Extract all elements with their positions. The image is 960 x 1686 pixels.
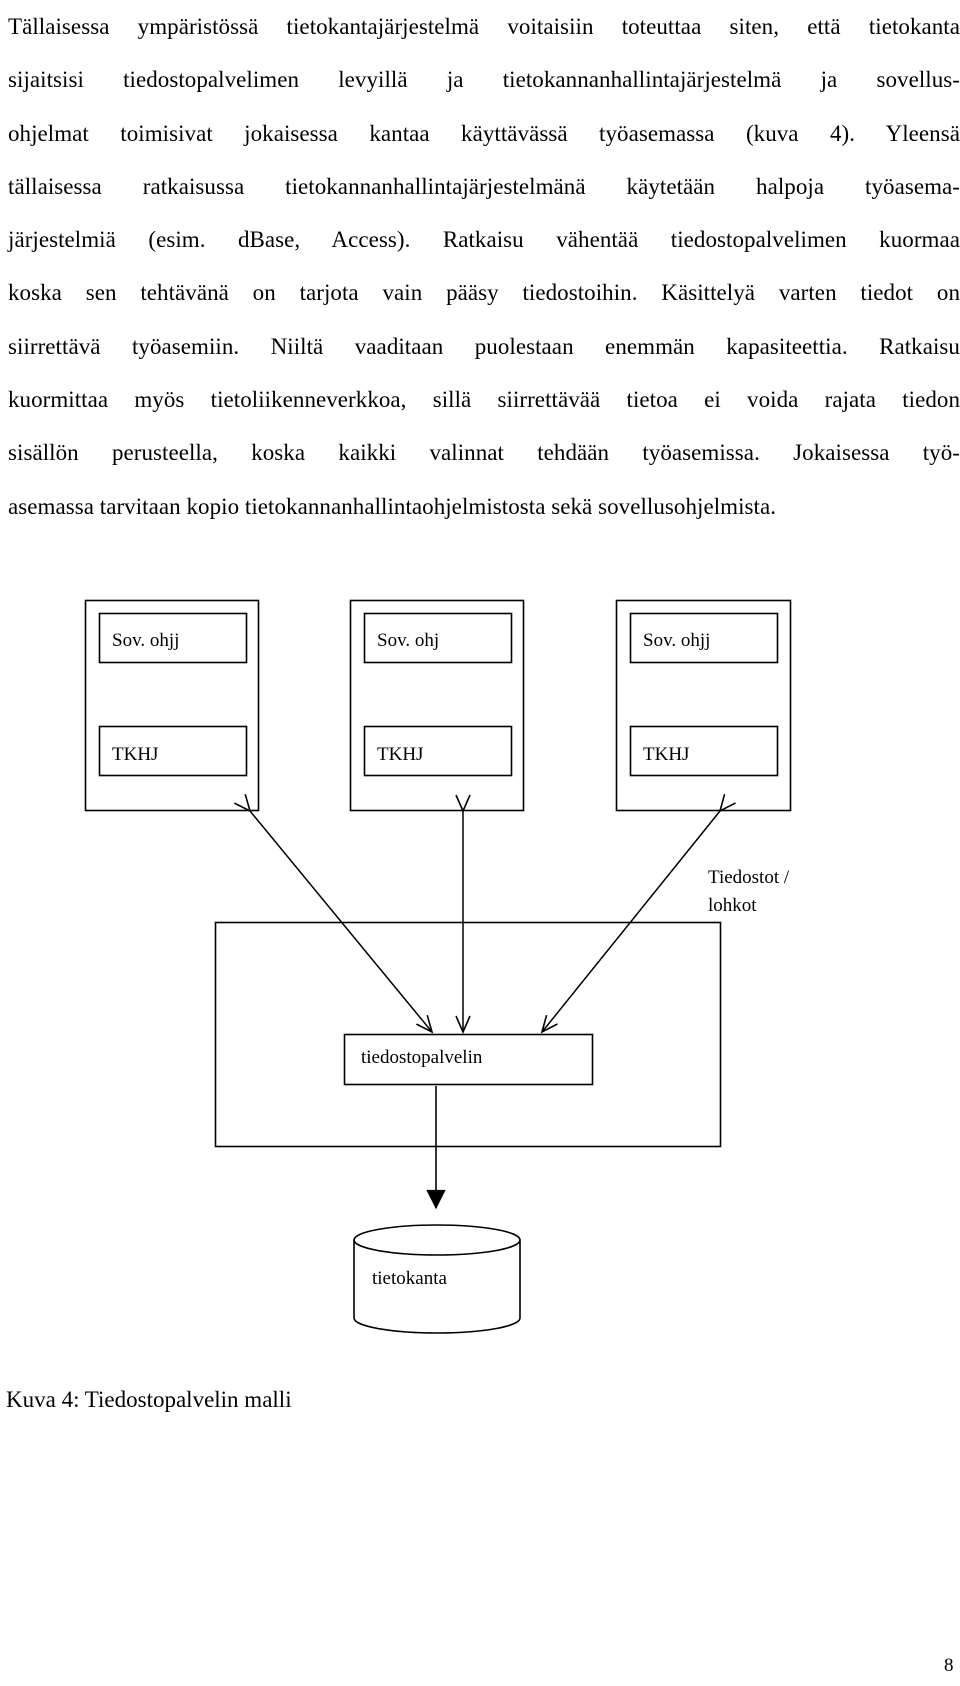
text-line: järjestelmiä (esim. dBase, Access). Ratk… bbox=[8, 227, 960, 253]
application-box bbox=[363, 612, 513, 664]
dbms-box bbox=[98, 725, 248, 777]
text-line: sijaitsisi tiedostopalvelimen levyillä j… bbox=[8, 67, 960, 93]
application-box bbox=[629, 612, 779, 664]
files-blocks-label: Tiedostot / bbox=[708, 867, 790, 888]
text-line: sisällön perusteella, koska kaikki valin… bbox=[8, 440, 960, 466]
text-line: siirrettävä työasemiin. Niiltä vaaditaan… bbox=[8, 333, 960, 359]
text-line: tällaisessa ratkaisussa tietokannanhalli… bbox=[8, 173, 960, 199]
text-line: asemassa tarvitaan kopio tietokannanhall… bbox=[8, 493, 777, 519]
database-cylinder bbox=[353, 1224, 521, 1334]
dbms-label: TKHJ bbox=[112, 744, 158, 765]
transfer-arrow-1 bbox=[234, 793, 434, 1034]
application-box bbox=[98, 612, 248, 664]
dbms-label: TKHJ bbox=[643, 744, 689, 765]
figure-caption: Kuva 4: Tiedostopalvelin malli bbox=[6, 1387, 292, 1412]
dbms-label: TKHJ bbox=[377, 744, 423, 765]
files-blocks-label-line2: lohkot bbox=[708, 895, 757, 916]
application-label: Sov. ohjj bbox=[112, 630, 179, 651]
workstation-3: Sov. ohjj TKHJ bbox=[615, 599, 792, 812]
page-number: 8 bbox=[944, 1655, 954, 1676]
text-line: koska sen tehtävänä on tarjota vain pääs… bbox=[8, 280, 960, 306]
application-label: Sov. ohjj bbox=[643, 630, 710, 651]
text-line: ohjelmat toimisivat jokaisessa kantaa kä… bbox=[8, 120, 960, 146]
body-paragraph: Tällaisessa ympäristössä tietokantajärje… bbox=[8, 0, 960, 533]
dbms-box bbox=[363, 725, 513, 777]
text-line: Tällaisessa ympäristössä tietokantajärje… bbox=[8, 14, 960, 39]
text-line: kuormittaa myös tietoliikenneverkkoa, si… bbox=[8, 387, 960, 413]
workstation-2: Sov. ohj TKHJ bbox=[349, 599, 525, 812]
file-server-box bbox=[343, 1033, 594, 1086]
workstation-1: Sov. ohjj TKHJ bbox=[84, 599, 260, 812]
file-server-label: tiedostopalvelin bbox=[361, 1047, 483, 1068]
application-label: Sov. ohj bbox=[377, 630, 439, 651]
dbms-box bbox=[629, 725, 779, 777]
database-label: tietokanta bbox=[372, 1268, 447, 1289]
workstation-frame bbox=[84, 599, 260, 812]
transfer-arrow-3 bbox=[540, 793, 736, 1034]
workstation-frame bbox=[349, 599, 525, 812]
